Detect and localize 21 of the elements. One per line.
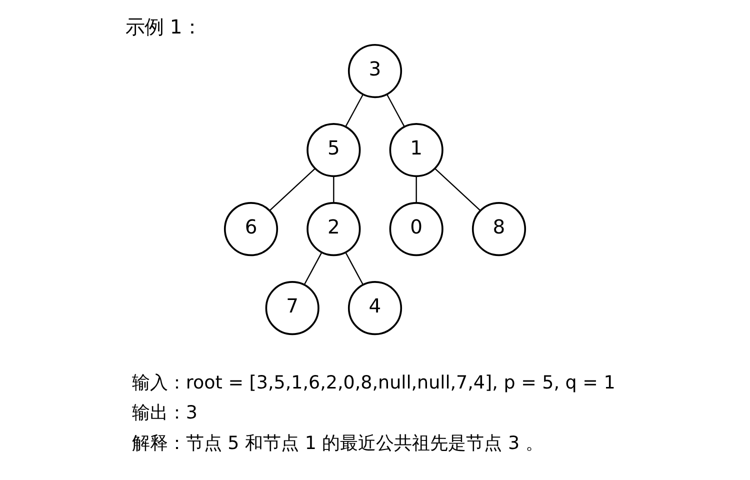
node-circle: 1 (389, 123, 444, 178)
connector (434, 168, 481, 211)
label: 解释：节点 5 和节点 1 的最近公共祖先是节点 3 。 (132, 433, 544, 454)
connector (333, 176, 334, 202)
node-circle: 4 (348, 281, 402, 336)
label: 输出：3 (132, 402, 198, 424)
node-circle: 7 (265, 281, 320, 336)
node-circle: 8 (472, 202, 526, 256)
node-circle: 3 (348, 44, 402, 98)
connector (345, 94, 364, 127)
label: 输入：root = [3,5,1,6,2,0,8,null,null,7,4], p = 5, q = 1 (132, 372, 616, 394)
connector (304, 252, 322, 285)
connector (269, 168, 316, 211)
diagram-title: 示例 1： (126, 16, 202, 39)
node-circle: 6 (224, 202, 278, 256)
node-circle: 5 (306, 123, 361, 178)
node-circle: 2 (306, 202, 361, 256)
connector (345, 252, 364, 285)
connector (386, 94, 405, 127)
node-circle: 0 (389, 202, 444, 256)
connector (416, 176, 417, 202)
